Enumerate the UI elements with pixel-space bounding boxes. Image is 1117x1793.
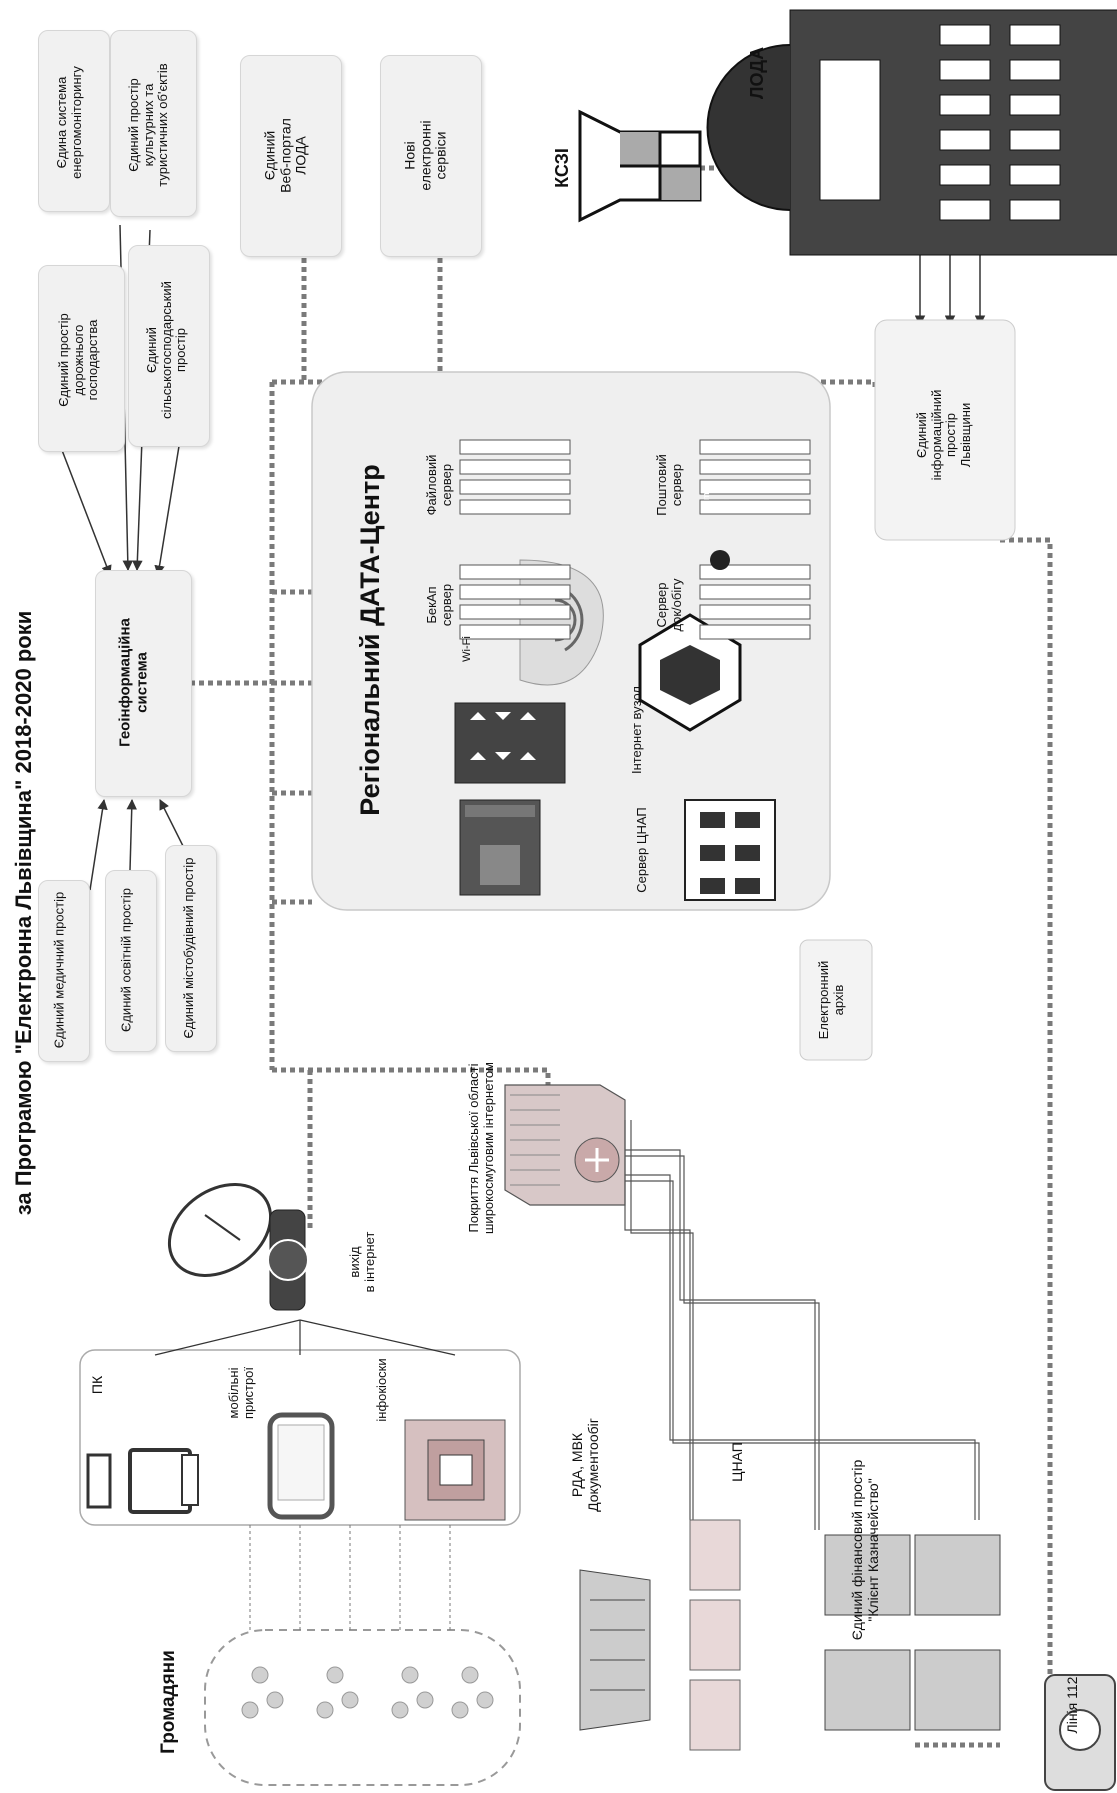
web-portal-label: Єдиний Веб-портал ЛОДА [261, 118, 309, 193]
internet-node-label: Інтернет вузол [629, 685, 644, 775]
finance-label: Єдиний фінансовий простір "Клієнт Казнач… [849, 1459, 881, 1641]
finance-servers-icon [824, 1534, 1001, 1731]
server-rack-icon [459, 799, 541, 896]
kszi-shield-icon [578, 109, 702, 223]
energy-monitoring-box [38, 30, 110, 212]
citizens-label: Громадяни [158, 1650, 179, 1754]
pc-icon [86, 1448, 199, 1514]
internet-node-icon [638, 613, 742, 732]
new-services-label: Нові електронні сервіси [401, 120, 449, 191]
cnap-server-label: Сервер ЦНАП [634, 807, 649, 893]
mail-server-icon [699, 439, 811, 570]
medical-space-box [38, 880, 90, 1062]
mobile-icon [267, 1412, 335, 1520]
backup-server-icon [459, 564, 571, 640]
info-space-box [874, 319, 1016, 541]
file-server-icon [459, 439, 571, 515]
geo-system-box [95, 570, 192, 797]
mobile-label: мобільні пристрої [226, 1366, 256, 1420]
diagram-title: за Програмою "Електронна Львівщина" 2018… [11, 610, 36, 1216]
archive-box [799, 939, 873, 1061]
phone-icon [1044, 1674, 1116, 1791]
cnap-racks-icon [689, 1519, 741, 1751]
pc-label: ПК [89, 1375, 105, 1395]
road-space-box [38, 265, 125, 452]
kszi-label: КСЗІ [552, 148, 572, 188]
energy-monitoring-label: Єдина система енергомоніторингу [54, 66, 84, 179]
cables [624, 1120, 980, 1530]
switch-icon [454, 702, 566, 784]
info-space-label: Єдиний інформаційний простір Львівщини [914, 389, 973, 481]
datacenter-title: Регіональний ДАТА-Центр [355, 464, 385, 816]
cnap-server-icon [684, 799, 776, 901]
loda-label: ЛОДА [747, 46, 767, 100]
mail-server-label: Поштовий сервер [654, 454, 684, 516]
cnap-label: ЦНАП [729, 1442, 745, 1482]
firewall-router [504, 1084, 626, 1206]
doc-server-icon [699, 564, 811, 640]
router-icon [267, 1209, 309, 1311]
medical-space-label: Єдиний медичний простір [51, 891, 67, 1049]
file-server-label: Файловий сервер [424, 454, 454, 516]
internet-exit-label: вихід в інтернет [347, 1231, 377, 1293]
road-space-label: Єдиний простір дорожнього господарства [56, 313, 101, 407]
kiosk-label: інфокіоски [374, 1358, 389, 1422]
loda-building-icon [706, 9, 1117, 256]
web-portal-box [240, 55, 342, 257]
new-services-box [380, 55, 482, 257]
citizen-icons [241, 1666, 494, 1719]
culture-space-label: Єдиний простір культурних та туристичних… [126, 63, 171, 187]
urban-space-box [165, 845, 217, 1052]
email-label: Email [701, 483, 711, 507]
archive-label: Електронний архів [816, 960, 846, 1040]
wifi-label: Wi-Fi [461, 636, 473, 662]
backup-server-label: БекАп сервер [424, 583, 454, 627]
agri-space-box [128, 245, 210, 447]
education-space-label: Єдиний освітній простір [118, 888, 134, 1032]
line112-label: Лінія 112 [1064, 1676, 1080, 1734]
geo-system-label: Геоінформаційна система [116, 618, 151, 747]
doc-server-label: Сервер док/обігу [654, 578, 684, 632]
kiosk-icon [404, 1419, 506, 1521]
culture-space-box [110, 30, 197, 217]
rda-label: РДА, МВК Документообіг [569, 1418, 601, 1512]
urban-space-label: Єдиний містобудівний простір [181, 857, 196, 1039]
agri-space-label: Єдиний сільськогосподарський простір [144, 281, 189, 419]
coverage-label: Покриття Львівської області широкосмугов… [466, 1062, 496, 1234]
education-space-box [105, 870, 157, 1052]
satellite-dish-icon [167, 1183, 273, 1277]
